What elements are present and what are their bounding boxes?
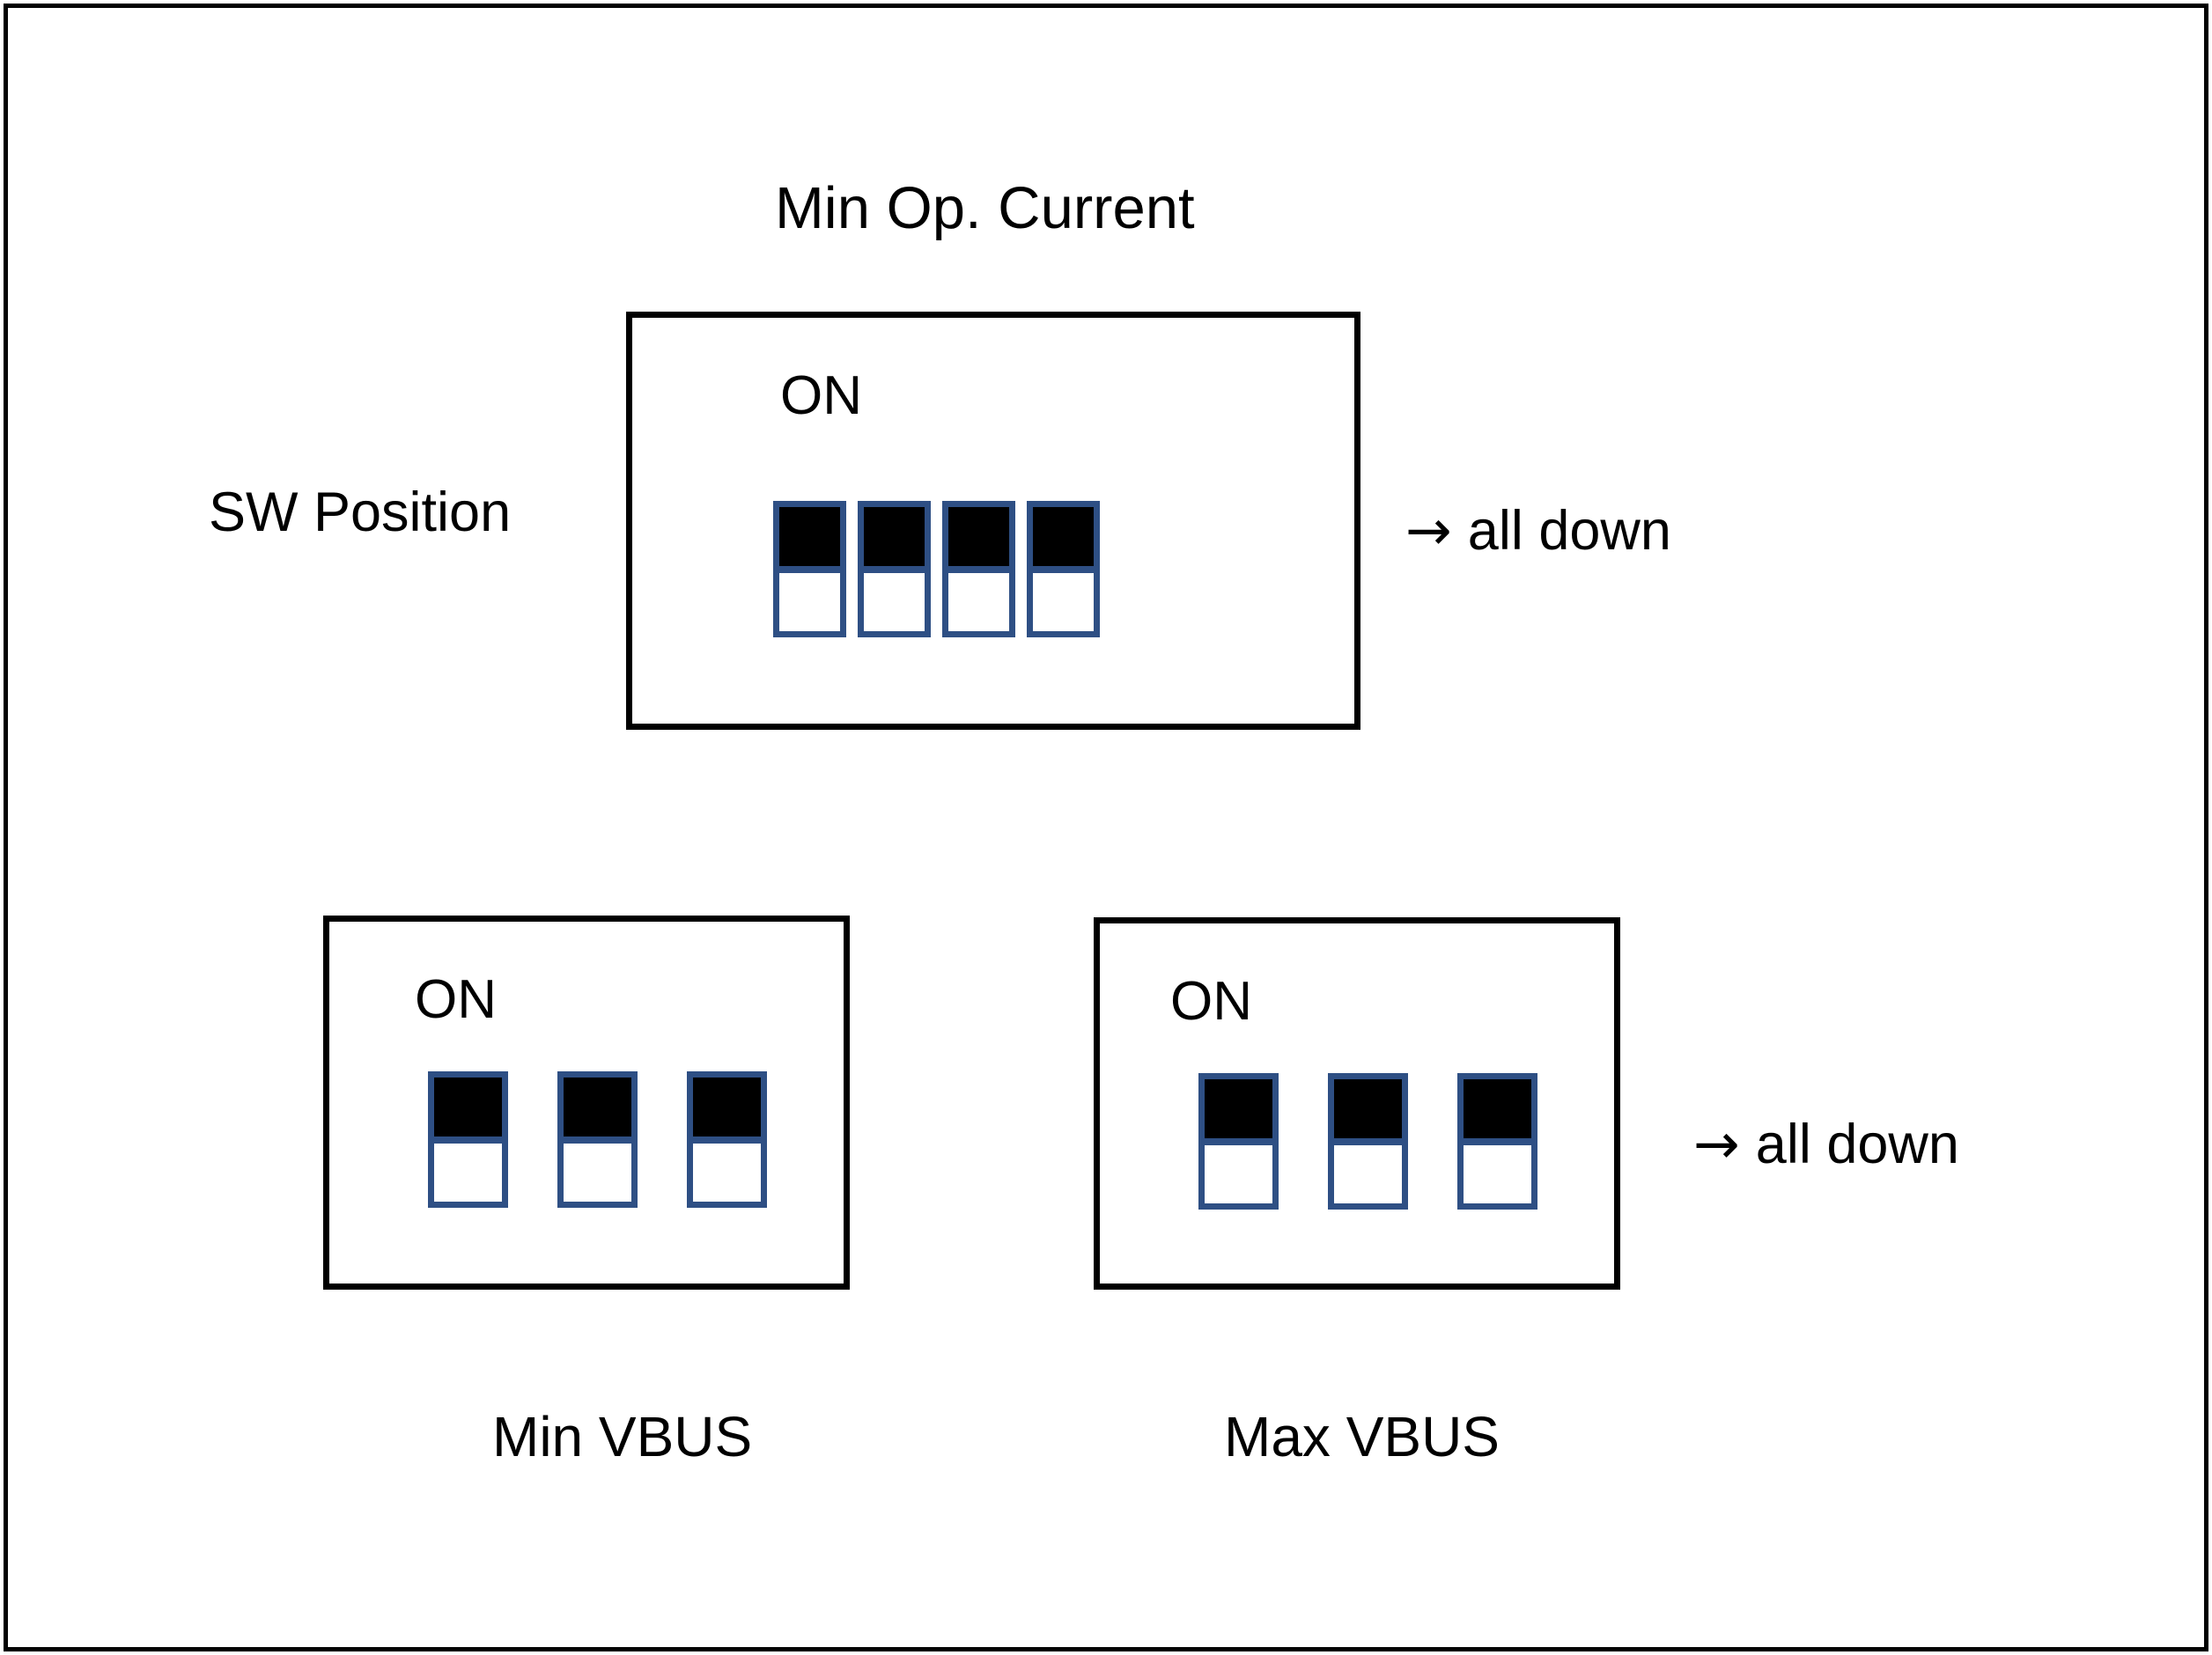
sw-position-label: SW Position [209, 482, 512, 543]
caption-min-vbus: Min VBUS [492, 1405, 753, 1468]
bottom-annotation: →all down [1693, 1116, 1959, 1173]
bottom-annotation-text: all down [1755, 1114, 1959, 1175]
min-vbus-dip-switch-2-top [557, 1071, 638, 1140]
dip-switch-1-bottom [773, 569, 846, 637]
on-label-max-vbus: ON [1170, 971, 1252, 1032]
on-label-min-op-current: ON [780, 365, 862, 426]
caption-max-vbus: Max VBUS [1224, 1405, 1500, 1468]
top-annotation: →all down [1405, 503, 1671, 559]
max-vbus-dip-switch-3-top [1457, 1073, 1537, 1142]
figure-border [4, 4, 2208, 1651]
dip-switch-3-top [942, 501, 1015, 570]
min-vbus-dip-switch-1[interactable] [428, 1071, 508, 1208]
arrow-right-icon: → [1405, 498, 1452, 563]
min-vbus-dip-switch-1-bottom [428, 1139, 508, 1208]
dip-switch-1[interactable] [773, 501, 846, 637]
min-vbus-dip-switch-3-top [687, 1071, 767, 1140]
dip-switch-1-top [773, 501, 846, 570]
switch-bank-min-vbus[interactable]: ON [323, 916, 850, 1290]
min-vbus-dip-switch-2[interactable] [557, 1071, 638, 1208]
max-vbus-dip-switch-3[interactable] [1457, 1073, 1537, 1210]
max-vbus-dip-switch-2-top [1328, 1073, 1408, 1142]
max-vbus-dip-switch-1[interactable] [1198, 1073, 1279, 1210]
dip-switch-2-bottom [858, 569, 931, 637]
max-vbus-dip-switch-3-bottom [1457, 1141, 1537, 1210]
max-vbus-dip-switch-2-bottom [1328, 1141, 1408, 1210]
min-vbus-dip-switch-1-top [428, 1071, 508, 1140]
max-vbus-dip-switch-1-top [1198, 1073, 1279, 1142]
switch-bank-max-vbus[interactable]: ON [1094, 917, 1620, 1290]
dip-switch-4[interactable] [1027, 501, 1100, 637]
dip-switch-2-top [858, 501, 931, 570]
arrow-right-icon-2: → [1693, 1112, 1740, 1176]
dip-switch-2[interactable] [858, 501, 931, 637]
max-vbus-dip-switch-1-bottom [1198, 1141, 1279, 1210]
max-vbus-dip-switch-2[interactable] [1328, 1073, 1408, 1210]
min-vbus-dip-switch-2-bottom [557, 1139, 638, 1208]
dip-switch-4-top [1027, 501, 1100, 570]
dip-switch-3-bottom [942, 569, 1015, 637]
min-vbus-dip-switch-3-bottom [687, 1139, 767, 1208]
switch-bank-min-op-current[interactable]: ON [626, 312, 1360, 730]
on-label-min-vbus: ON [415, 969, 497, 1030]
min-vbus-dip-switch-3[interactable] [687, 1071, 767, 1208]
top-annotation-text: all down [1467, 500, 1671, 562]
dip-switch-4-bottom [1027, 569, 1100, 637]
figure-title: Min Op. Current [775, 175, 1195, 241]
dip-switch-3[interactable] [942, 501, 1015, 637]
